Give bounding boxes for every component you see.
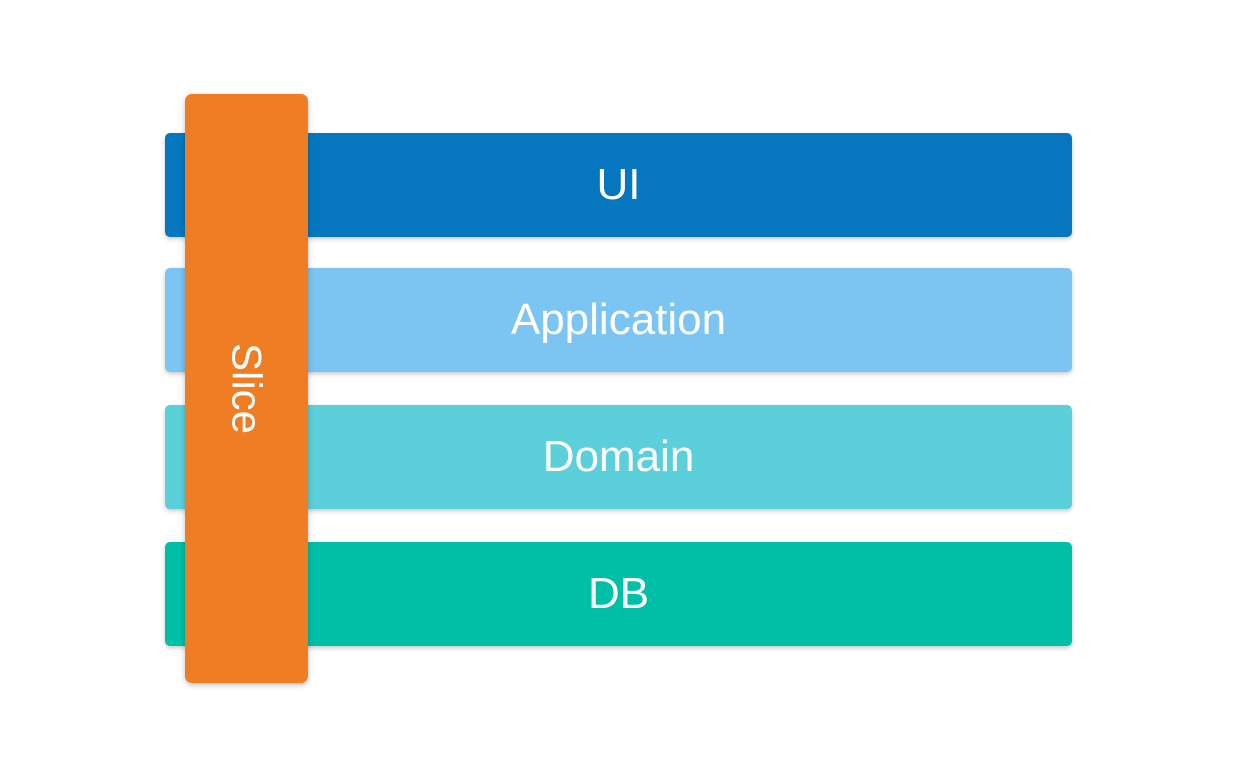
slice-label: Slice: [223, 342, 271, 435]
layer-label-application: Application: [510, 295, 727, 344]
layer-label-db: DB: [587, 569, 650, 618]
layer-bar-ui: UI: [165, 133, 1072, 237]
layer-label-ui: UI: [596, 160, 641, 209]
layer-label-domain: Domain: [542, 432, 695, 481]
layer-bar-domain: Domain: [165, 405, 1072, 509]
layer-bar-db: DB: [165, 542, 1072, 646]
slice-bar: Slice: [185, 94, 308, 683]
layer-bar-application: Application: [165, 268, 1072, 372]
